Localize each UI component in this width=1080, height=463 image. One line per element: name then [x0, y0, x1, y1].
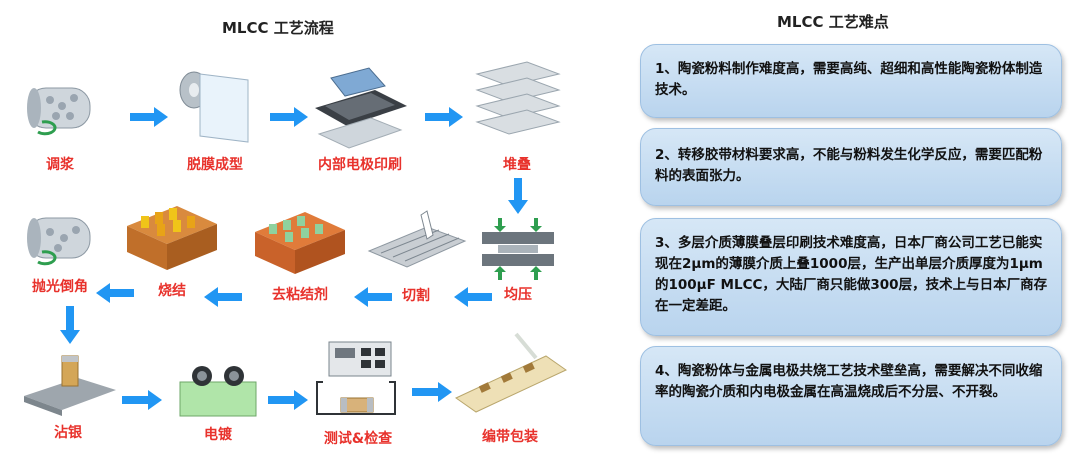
- arrow-right-icon: [412, 382, 452, 402]
- step-slurry: 调浆: [0, 70, 120, 174]
- difficulty-card: 2、转移胶带材料要求高，不能与粉料发生化学反应，需要匹配粉料的表面张力。: [640, 128, 1062, 206]
- step-label: 编带包装: [482, 429, 538, 445]
- arrow-left-icon: [96, 283, 134, 303]
- step-label: 内部电极印刷: [318, 157, 402, 173]
- step-film-forming: 脱膜成型: [155, 60, 275, 174]
- step-binder-removal: 去粘结剂: [240, 198, 360, 304]
- plating-tank-icon: [179, 366, 257, 417]
- step-label: 去粘结剂: [272, 287, 328, 303]
- step-label: 测试&检查: [323, 431, 393, 447]
- difficulty-card: 1、陶瓷粉料制作难度高，需要高纯、超细和高性能陶瓷粉体制造技术。: [640, 44, 1062, 118]
- difficulties-title: MLCC 工艺难点: [777, 13, 889, 31]
- cutting-block-icon: [367, 210, 467, 268]
- step-taping: 编带包装: [450, 328, 570, 446]
- step-pressing: 均压: [458, 218, 578, 304]
- step-polishing: 抛光倒角: [0, 210, 120, 296]
- press-icon: [482, 218, 554, 280]
- step-label: 切割: [402, 288, 430, 304]
- screen-printer-icon: [315, 67, 407, 149]
- arrow-right-icon: [268, 390, 308, 410]
- stacked-sheets-icon: [475, 61, 561, 135]
- tester-icon: [316, 341, 396, 415]
- step-electrode-printing: 内部电极印刷: [300, 60, 420, 174]
- film-roll-icon: [179, 71, 249, 143]
- arrow-down-icon: [60, 306, 80, 344]
- tape-reel-icon: [455, 332, 567, 413]
- step-label: 沾银: [54, 425, 82, 441]
- difficulty-text: 4、陶瓷粉体与金属电极共烧工艺技术壁垒高，需要解决不同收缩率的陶瓷介质和内电极金…: [655, 363, 1043, 400]
- step-stacking: 堆叠: [457, 58, 577, 174]
- arrow-right-icon: [130, 107, 168, 127]
- step-label: 脱膜成型: [187, 157, 243, 173]
- polishing-mill-icon: [27, 217, 91, 266]
- ball-mill-icon: [27, 87, 91, 136]
- arrow-down-icon: [508, 178, 528, 214]
- difficulty-card: 4、陶瓷粉体与金属电极共烧工艺技术壁垒高，需要解决不同收缩率的陶瓷介质和内电极金…: [640, 346, 1062, 446]
- arrow-left-icon: [454, 287, 492, 307]
- difficulty-card: 3、多层介质薄膜叠层印刷技术难度高，日本厂商公司工艺已能实现在2μm的薄膜介质上…: [640, 218, 1062, 336]
- step-cutting: 切割: [356, 205, 476, 305]
- step-label: 均压: [504, 287, 532, 303]
- step-silver-dip: 沾银: [8, 348, 128, 442]
- arrow-left-icon: [204, 287, 242, 307]
- arrow-right-icon: [270, 107, 308, 127]
- step-label: 电镀: [204, 427, 232, 443]
- step-label: 抛光倒角: [32, 279, 88, 295]
- silver-dip-icon: [24, 355, 116, 416]
- difficulty-text: 3、多层介质薄膜叠层印刷技术难度高，日本厂商公司工艺已能实现在2μm的薄膜介质上…: [655, 235, 1048, 314]
- step-testing: 测试&检查: [298, 336, 418, 448]
- step-sintering: 烧结: [112, 192, 232, 300]
- arrow-right-icon: [425, 107, 463, 127]
- arrow-left-icon: [354, 287, 392, 307]
- step-label: 调浆: [46, 157, 74, 173]
- step-label: 堆叠: [503, 157, 531, 173]
- sintering-tray-icon: [127, 206, 217, 270]
- step-label: 烧结: [158, 283, 186, 299]
- binder-removal-tray-icon: [255, 212, 345, 274]
- difficulty-text: 2、转移胶带材料要求高，不能与粉料发生化学反应，需要匹配粉料的表面张力。: [655, 147, 1043, 184]
- arrow-right-icon: [122, 390, 162, 410]
- step-plating: 电镀: [158, 358, 278, 444]
- difficulty-text: 1、陶瓷粉料制作难度高，需要高纯、超细和高性能陶瓷粉体制造技术。: [655, 61, 1043, 98]
- process-flow-title: MLCC 工艺流程: [222, 19, 334, 37]
